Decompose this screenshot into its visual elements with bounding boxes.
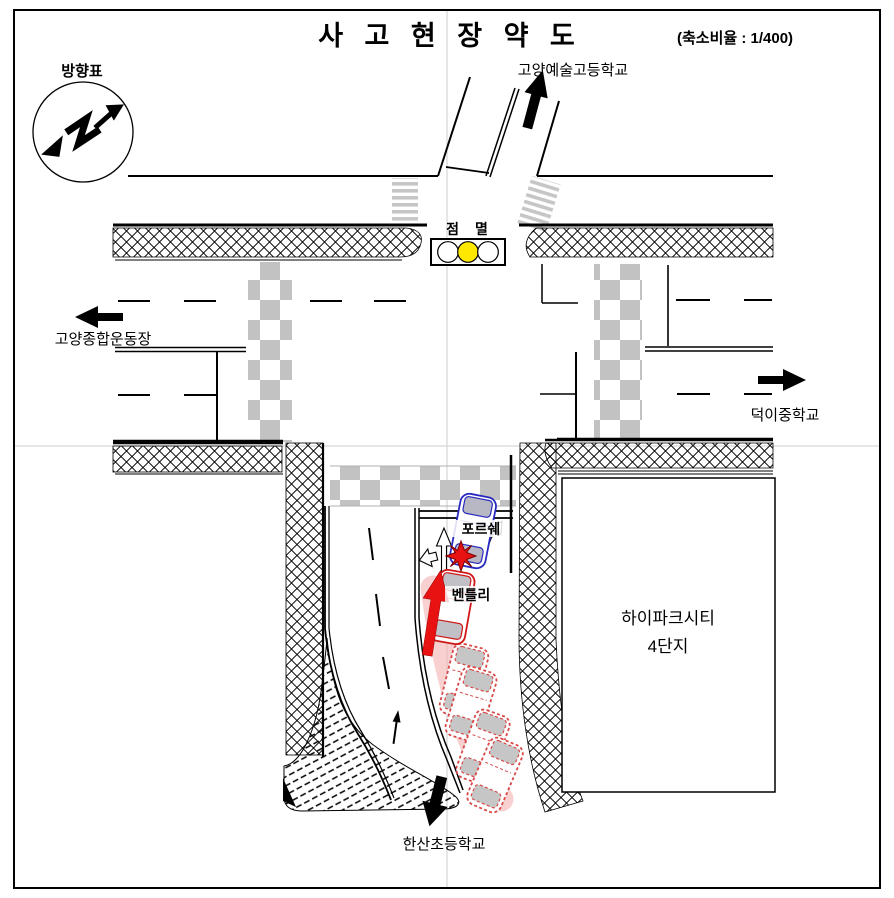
building-label-line2: 4단지 [648,637,689,656]
porsche-label: 포르쉐 [462,521,501,537]
checker-crosswalk-east [594,264,642,438]
sidewalk-north-east [525,227,774,258]
traffic-island [283,637,460,812]
building-label-line1: 하이파크시티 [621,609,715,628]
ladder-crosswalk-right [517,175,561,233]
traffic-light: 점 멸 [430,221,506,266]
left-turn-lane-arrow [418,547,439,568]
sidewalk-south-west [112,445,283,473]
traffic-light-label: 점 멸 [446,221,494,237]
north-destination-arrow [522,70,548,130]
signal-lamp-yellow-flashing [457,241,479,263]
east-destination-arrow [758,369,806,391]
sidewalk-north-west [112,227,422,258]
bentley-travel-arrow [421,569,450,657]
median-strip-east [518,442,584,813]
bentley-label: 벤틀리 [452,587,491,603]
left-stadium-label: 고양종합운동장 [55,331,152,348]
ladder-crosswalk-left [392,178,418,225]
checker-crosswalk-west [248,262,292,442]
diagonal-road-north [437,76,560,178]
sidewalk-south-east [544,442,774,469]
scale-note: (축소비율 : 1/400) [677,30,793,47]
crosswalks [248,175,642,507]
sidewalk-strips [112,227,774,813]
page-border [13,9,881,889]
building-block: 하이파크시티 4단지 [561,477,776,793]
landmark-annotations: 고양예술고등학교 고양종합운동장 덕이중학교 한산초등학교 [55,62,820,853]
bottom-school-label: 한산초등학교 [403,836,486,853]
north-arrow-icon [41,104,124,157]
median-strip-west [285,442,324,756]
island-lane-arrow [392,710,401,744]
right-school-label: 덕이중학교 [750,407,819,424]
compass: 방향표 [32,62,134,183]
page-title: 사 고 현 장 약 도 [318,21,582,51]
signal-lamp-left [437,241,459,263]
south-destination-arrow [422,775,448,827]
impact-point-star [444,539,478,573]
west-road-markings [113,300,406,443]
vehicle-labels: 포르쉐 벤틀리 [445,520,509,603]
west-destination-arrow [75,306,123,328]
road-lines [113,76,773,801]
signal-lamp-right [477,241,499,263]
top-school-label: 고양예술고등학교 [518,62,628,79]
compass-label: 방향표 [61,62,103,80]
